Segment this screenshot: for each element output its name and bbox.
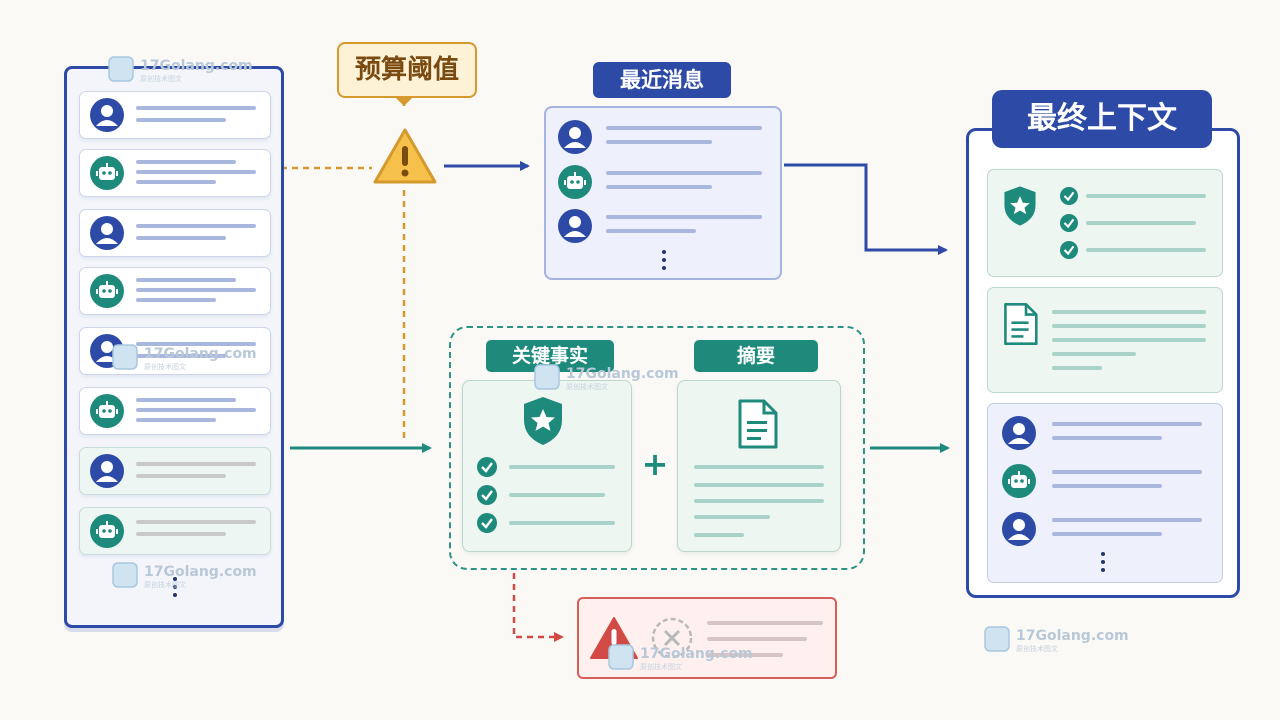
summary-label: 摘要 bbox=[694, 340, 818, 372]
final-key-facts-section bbox=[987, 169, 1223, 277]
user-avatar-icon bbox=[90, 216, 124, 250]
user-avatar-icon bbox=[558, 120, 592, 154]
warning-icon bbox=[373, 128, 437, 184]
check-circle-icon bbox=[1060, 214, 1078, 232]
check-circle-icon bbox=[1060, 241, 1078, 259]
check-circle-icon bbox=[477, 513, 497, 533]
check-circle-icon bbox=[477, 457, 497, 477]
user-avatar-icon bbox=[90, 454, 124, 488]
final-summary-section bbox=[987, 287, 1223, 393]
summary-card bbox=[677, 380, 841, 552]
more-messages-ellipsis bbox=[173, 577, 177, 601]
arrow-recent-to-final bbox=[784, 163, 948, 255]
history-message-bot bbox=[79, 387, 271, 435]
budget-threshold-label: 预算阈值 bbox=[337, 42, 477, 98]
message-history-panel bbox=[64, 66, 284, 628]
document-icon bbox=[738, 399, 778, 449]
compression-group bbox=[449, 326, 865, 570]
user-avatar-icon bbox=[90, 98, 124, 132]
more-recent-ellipsis bbox=[662, 250, 666, 274]
history-message-user bbox=[79, 209, 271, 257]
final-context-label: 最终上下文 bbox=[992, 90, 1212, 148]
bot-avatar-icon bbox=[90, 156, 124, 190]
watermark-logo-icon bbox=[608, 644, 634, 670]
bot-avatar-icon bbox=[90, 274, 124, 308]
watermark-logo-icon bbox=[984, 626, 1010, 652]
more-final-ellipsis bbox=[1101, 552, 1105, 576]
watermark-logo-icon bbox=[108, 56, 134, 82]
bot-avatar-icon bbox=[1002, 464, 1036, 498]
bot-avatar-icon bbox=[90, 514, 124, 548]
shield-star-icon bbox=[1004, 186, 1036, 226]
check-circle-icon bbox=[477, 485, 497, 505]
recent-messages-label: 最近消息 bbox=[593, 62, 731, 98]
bot-avatar-icon bbox=[90, 394, 124, 428]
user-avatar-icon bbox=[1002, 512, 1036, 546]
check-circle-icon bbox=[1060, 187, 1078, 205]
history-message-user bbox=[79, 91, 271, 139]
discarded-content-box bbox=[577, 597, 837, 679]
watermark-logo-icon bbox=[534, 364, 560, 390]
key-facts-card bbox=[462, 380, 632, 552]
user-avatar-icon bbox=[1002, 416, 1036, 450]
history-message-bot bbox=[79, 149, 271, 197]
arrow-to-error bbox=[512, 573, 564, 642]
shield-star-icon bbox=[524, 397, 562, 445]
recent-messages-panel bbox=[544, 106, 782, 280]
user-avatar-icon bbox=[558, 209, 592, 243]
document-icon bbox=[1004, 303, 1038, 345]
bot-avatar-icon bbox=[558, 165, 592, 199]
history-message-bot bbox=[79, 507, 271, 555]
watermark-logo-icon bbox=[112, 562, 138, 588]
history-message-user bbox=[79, 327, 271, 375]
final-context-panel bbox=[966, 128, 1240, 598]
history-message-bot bbox=[79, 267, 271, 315]
final-recent-section bbox=[987, 403, 1223, 583]
plus-sign: + bbox=[641, 445, 669, 483]
cancel-icon bbox=[651, 617, 693, 659]
history-message-user bbox=[79, 447, 271, 495]
watermark-logo-icon bbox=[112, 344, 138, 370]
